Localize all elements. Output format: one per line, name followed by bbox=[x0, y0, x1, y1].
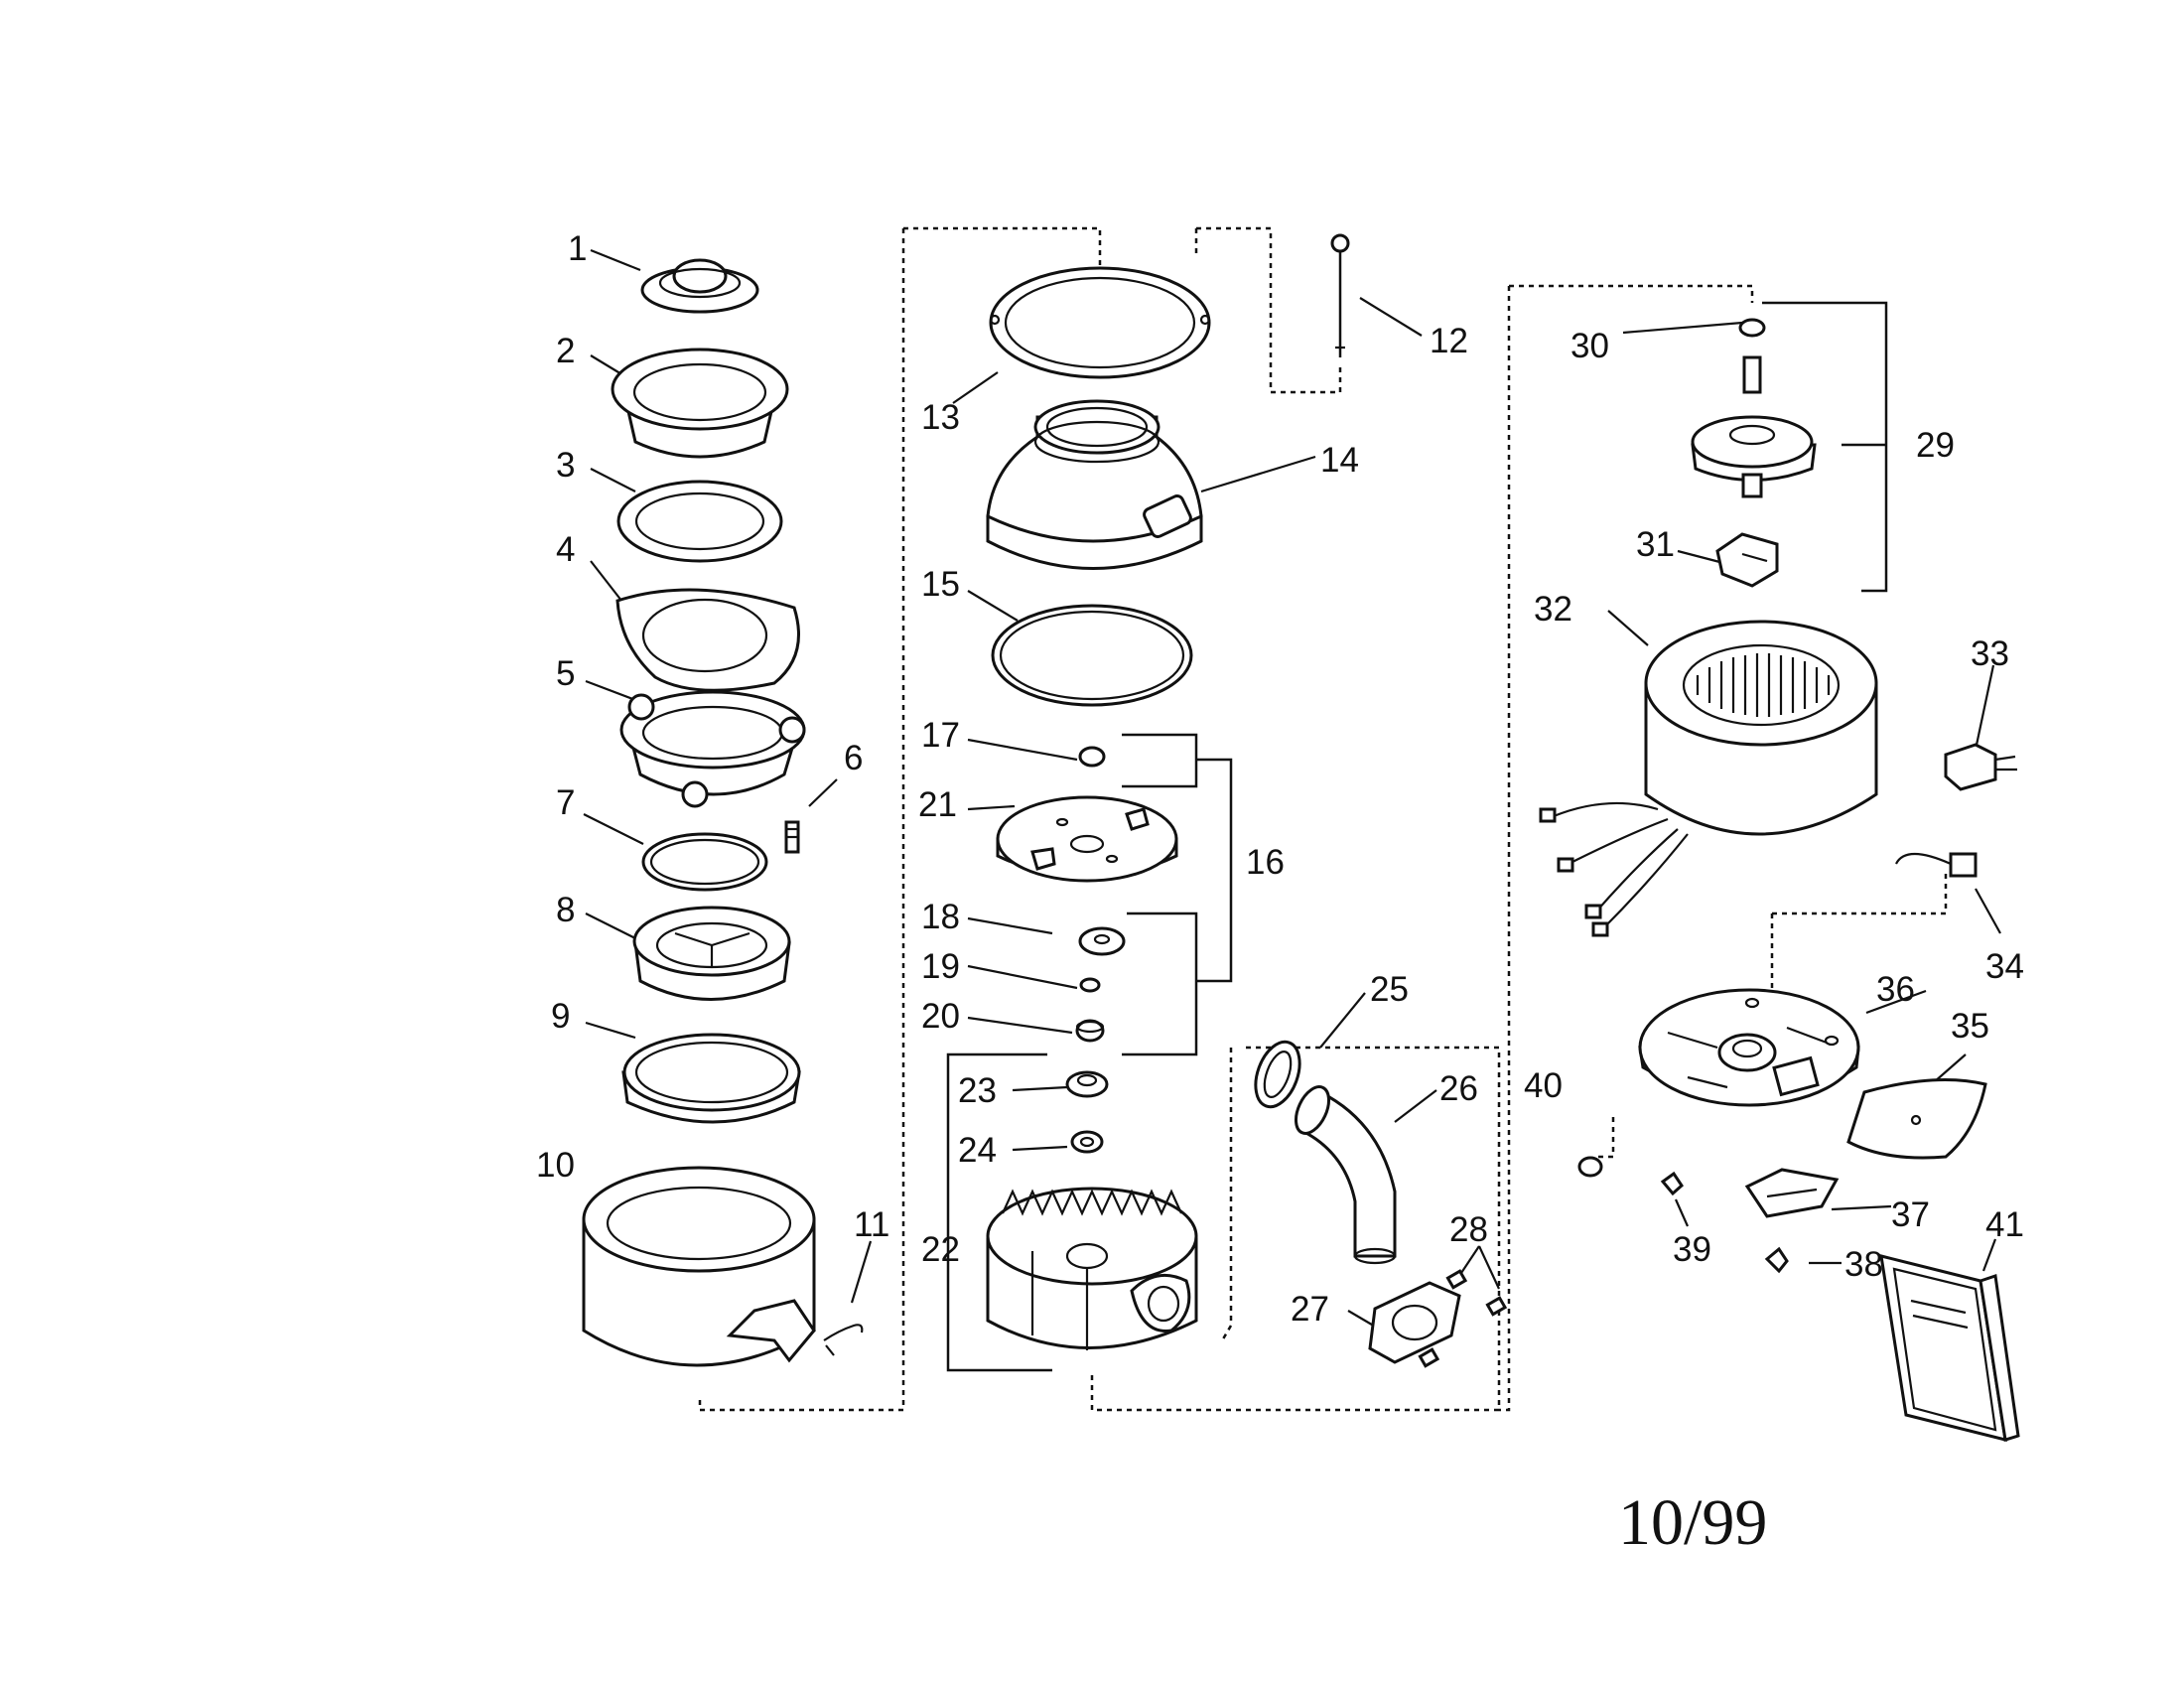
label-32: 32 bbox=[1534, 590, 1572, 629]
part-39-screw bbox=[1660, 1171, 1684, 1196]
part-18-washer bbox=[1078, 926, 1126, 956]
part-8-mounting-ring bbox=[632, 906, 791, 1001]
label-16: 16 bbox=[1246, 843, 1285, 882]
part-13-gasket-ring bbox=[989, 266, 1211, 379]
label-39: 39 bbox=[1673, 1230, 1711, 1269]
part-23-seal bbox=[1065, 1070, 1109, 1098]
part-2-sink-flange bbox=[611, 348, 789, 459]
label-37: 37 bbox=[1891, 1195, 1930, 1234]
part-27-flange bbox=[1368, 1281, 1461, 1364]
label-19: 19 bbox=[921, 947, 960, 986]
part-1-stopper bbox=[640, 258, 759, 314]
label-6: 6 bbox=[844, 739, 863, 777]
part-24-washer bbox=[1070, 1130, 1104, 1154]
part-9-clamp-ring bbox=[621, 1033, 801, 1124]
label-2: 2 bbox=[556, 332, 575, 370]
part-40-nut bbox=[1577, 1156, 1603, 1178]
label-22: 22 bbox=[921, 1230, 960, 1269]
label-34: 34 bbox=[1985, 947, 2024, 986]
label-3: 3 bbox=[556, 446, 575, 485]
label-35: 35 bbox=[1951, 1007, 1989, 1046]
label-40: 40 bbox=[1524, 1066, 1563, 1105]
part-38-screw bbox=[1764, 1246, 1789, 1274]
part-5-backup-flange bbox=[619, 690, 806, 808]
label-26: 26 bbox=[1439, 1069, 1478, 1108]
label-23: 23 bbox=[958, 1071, 997, 1110]
part-36-end-frame bbox=[1638, 988, 1860, 1107]
part-34-cord-connector bbox=[1895, 852, 1978, 878]
label-11: 11 bbox=[854, 1205, 889, 1244]
part-20-bushing bbox=[1075, 1019, 1105, 1043]
part-22-lower-hopper bbox=[986, 1187, 1198, 1350]
part-14-upper-housing bbox=[986, 399, 1203, 570]
label-33: 33 bbox=[1971, 634, 2009, 673]
label-15: 15 bbox=[921, 565, 960, 604]
date-code: 10/99 bbox=[1618, 1486, 1767, 1559]
part-29-rotor bbox=[1691, 355, 1817, 498]
part-19-small-washer bbox=[1079, 977, 1101, 993]
part-28-bolts bbox=[1418, 1269, 1508, 1368]
label-13: 13 bbox=[921, 398, 960, 437]
part-15-o-ring bbox=[991, 604, 1193, 707]
part-10-sound-shield bbox=[582, 1166, 816, 1367]
part-26-discharge-elbow bbox=[1294, 1085, 1397, 1265]
label-14: 14 bbox=[1320, 441, 1359, 480]
label-30: 30 bbox=[1570, 327, 1609, 365]
label-5: 5 bbox=[556, 654, 575, 693]
part-3-gasket bbox=[616, 480, 783, 563]
part-31-fan bbox=[1715, 532, 1779, 588]
part-11-clip bbox=[823, 1324, 864, 1356]
part-6-screw bbox=[784, 820, 800, 854]
part-labels: 1 2 3 4 5 6 7 8 9 10 11 12 13 14 15 16 1… bbox=[536, 229, 2024, 1329]
brackets bbox=[946, 301, 1888, 1372]
label-21: 21 bbox=[918, 785, 957, 824]
label-4: 4 bbox=[556, 530, 575, 569]
part-25-gasket bbox=[1254, 1040, 1301, 1109]
label-20: 20 bbox=[921, 997, 960, 1036]
label-1: 1 bbox=[568, 229, 587, 268]
label-17: 17 bbox=[921, 716, 960, 755]
part-32-stator bbox=[1539, 620, 1878, 937]
label-31: 31 bbox=[1636, 525, 1675, 564]
label-38: 38 bbox=[1844, 1245, 1883, 1284]
part-17-nut bbox=[1078, 746, 1106, 768]
part-21-rotating-plate bbox=[996, 795, 1178, 883]
label-8: 8 bbox=[556, 891, 575, 929]
label-24: 24 bbox=[958, 1131, 997, 1170]
label-41: 41 bbox=[1985, 1205, 2024, 1244]
label-18: 18 bbox=[921, 898, 960, 936]
label-28: 28 bbox=[1449, 1210, 1488, 1249]
label-9: 9 bbox=[551, 997, 570, 1036]
assembly-outlines bbox=[698, 226, 1948, 1412]
part-12-long-bolt bbox=[1330, 233, 1350, 357]
part-41-manual bbox=[1879, 1253, 2020, 1443]
label-12: 12 bbox=[1430, 322, 1468, 360]
part-4-fiber-gasket bbox=[615, 588, 800, 692]
part-30-washer bbox=[1738, 318, 1766, 338]
part-7-snap-ring bbox=[641, 832, 768, 892]
label-36: 36 bbox=[1876, 970, 1915, 1009]
label-25: 25 bbox=[1370, 970, 1409, 1009]
label-29: 29 bbox=[1916, 426, 1955, 465]
part-33-switch bbox=[1944, 743, 2017, 791]
part-37-plate bbox=[1744, 1168, 1840, 1218]
part-35-cover-plate bbox=[1846, 1078, 1987, 1160]
label-27: 27 bbox=[1291, 1290, 1329, 1329]
label-10: 10 bbox=[536, 1146, 575, 1185]
label-7: 7 bbox=[556, 783, 575, 822]
